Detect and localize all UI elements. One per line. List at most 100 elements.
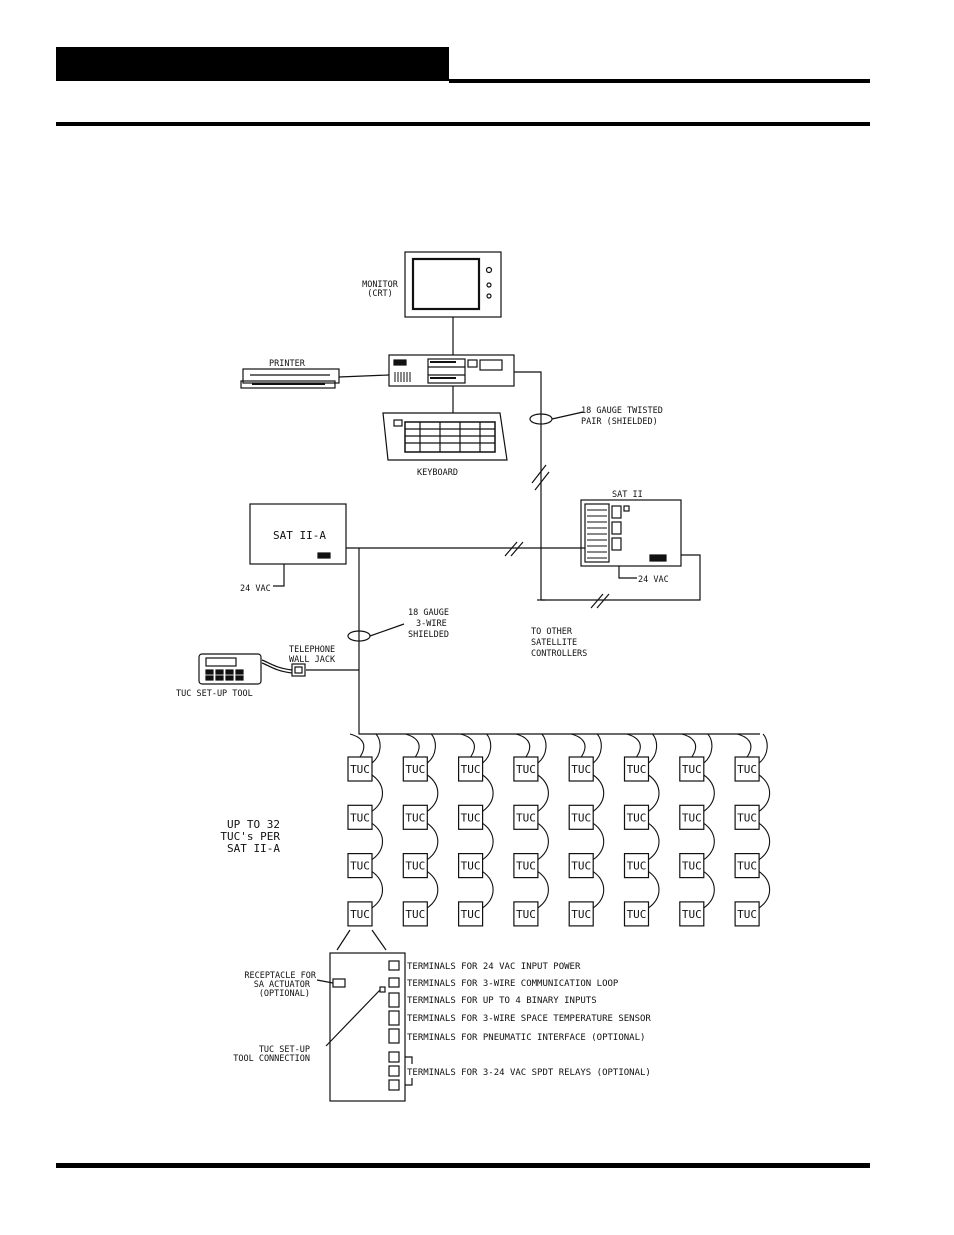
sat2-label: SAT II [612, 490, 643, 500]
tuc-unit-box [513, 804, 539, 830]
receptacle-label-line3: (OPTIONAL) [259, 989, 310, 999]
tuc-unit-label: TUC [461, 763, 481, 776]
terminal-label-binary-inputs: TERMINALS FOR UP TO 4 BINARY INPUTS [407, 996, 597, 1006]
header-rule-thick [449, 79, 870, 83]
tuc-detail-box [316, 952, 413, 1102]
monitor-icon [404, 251, 502, 318]
loop-wire [648, 733, 658, 764]
twisted-pair-label-line2: PAIR (SHIELDED) [581, 417, 658, 427]
tuc-unit-label: TUC [516, 908, 536, 921]
tuc-unit-label: TUC [516, 860, 536, 873]
tuc-unit-label: TUC [627, 763, 647, 776]
tuc-unit-label: TUC [571, 860, 591, 873]
bus-drop-wire [460, 733, 475, 758]
tuc-unit-box [623, 901, 650, 927]
loop-wire [426, 733, 436, 764]
loop-wire [703, 871, 715, 909]
tuc-unit-label: TUC [571, 908, 591, 921]
receptacle-label-line1: RECEPTACLE FOR [244, 971, 317, 981]
bus-drop-wire [626, 733, 641, 758]
tuc-unit-box [623, 852, 650, 879]
loop-wire [758, 871, 771, 909]
loop-wire [537, 733, 547, 764]
footer-rule [56, 1163, 870, 1168]
loop-wire [426, 871, 439, 909]
tuc-unit-box [458, 756, 484, 782]
loop-wire [758, 774, 771, 812]
tuc-unit-box [402, 804, 428, 830]
loop-wire [648, 822, 660, 861]
loop-wire [482, 871, 494, 909]
sat2-controller-icon [580, 499, 682, 567]
terminal-label-temp-sensor: TERMINALS FOR 3-WIRE SPACE TEMPERATURE S… [407, 1014, 651, 1024]
tuc-unit-label: TUC [627, 860, 647, 873]
loop-wire [537, 774, 549, 812]
tuc-unit-box [734, 901, 760, 927]
three-wire-label-line2: 3-WIRE [416, 619, 447, 629]
sat2a-controller-icon [249, 503, 347, 565]
keyboard-label: KEYBOARD [417, 468, 458, 478]
loop-wire [703, 733, 713, 764]
bus-drop-wire [405, 733, 420, 758]
tuc-unit-box [402, 756, 428, 782]
loop-wire [426, 822, 439, 861]
terminal-label-power: TERMINALS FOR 24 VAC INPUT POWER [407, 962, 581, 972]
computer-icon [388, 354, 515, 387]
tuc-unit-box [568, 901, 594, 927]
tuc-unit-box [623, 804, 650, 830]
loop-wire [537, 822, 549, 861]
loop-wire [703, 774, 715, 812]
tuc-unit-label: TUC [405, 908, 425, 921]
other-controllers-line2: SATELLITE [531, 638, 577, 648]
loop-wire [371, 774, 384, 812]
bus-drop-wire [349, 733, 365, 758]
tuc-unit-label: TUC [571, 811, 591, 824]
terminal-label-comm-loop: TERMINALS FOR 3-WIRE COMMUNICATION LOOP [407, 979, 619, 989]
tuc-unit-box [402, 852, 428, 879]
printer-icon [240, 368, 390, 389]
tuc-unit-box [568, 804, 594, 830]
tuc-unit-label: TUC [405, 860, 425, 873]
loop-wire [482, 822, 494, 861]
tuc-unit-box [568, 852, 594, 879]
tuc-count-label-line2: TUC's PER [220, 830, 280, 843]
tuc-unit-label: TUC [405, 763, 425, 776]
tuc-unit-box [679, 901, 705, 927]
tuc-unit-label: TUC [737, 908, 757, 921]
three-wire-label-line3: SHIELDED [408, 630, 449, 640]
wall-jack-label-line2: WALL JACK [289, 655, 336, 665]
tuc-unit-box [458, 901, 484, 927]
tuc-unit-box [347, 852, 373, 879]
tuc-unit-label: TUC [682, 811, 702, 824]
tuc-unit-box [623, 756, 650, 782]
tuc-count-label-line1: UP TO 32 [227, 818, 280, 831]
tuc-unit-label: TUC [682, 763, 702, 776]
other-controllers-line1: TO OTHER [531, 627, 573, 637]
terminal-label-relays: TERMINALS FOR 3-24 VAC SPDT RELAYS (OPTI… [407, 1068, 651, 1078]
tuc-unit-label: TUC [350, 860, 370, 873]
tuc-unit-box [734, 756, 760, 782]
tuc-tool-label: TUC SET-UP TOOL [176, 689, 253, 699]
tuc-unit-box [568, 756, 594, 782]
monitor-label: MONITOR [362, 280, 399, 290]
tuc-unit-label: TUC [350, 811, 370, 824]
loop-wire [758, 822, 771, 861]
tuc-unit-label: TUC [350, 908, 370, 921]
tuc-unit-box [513, 901, 539, 927]
header-rule-lower [56, 122, 870, 126]
tuc-unit-box [734, 804, 760, 830]
tuc-unit-label: TUC [461, 811, 481, 824]
tuc-unit-box [458, 804, 484, 830]
loop-wire [592, 774, 605, 812]
loop-wire [482, 733, 492, 764]
tuc-unit-label: TUC [516, 811, 536, 824]
tuc-unit-box [679, 756, 705, 782]
tuc-unit-box [347, 756, 373, 782]
loop-wire [758, 733, 768, 764]
tuc-unit-label: TUC [461, 860, 481, 873]
tuc-unit-label: TUC [627, 908, 647, 921]
bus-drop-wire [736, 733, 752, 758]
loop-wire [371, 822, 384, 861]
header-black-block [56, 47, 449, 81]
other-controllers-line3: CONTROLLERS [531, 649, 587, 659]
